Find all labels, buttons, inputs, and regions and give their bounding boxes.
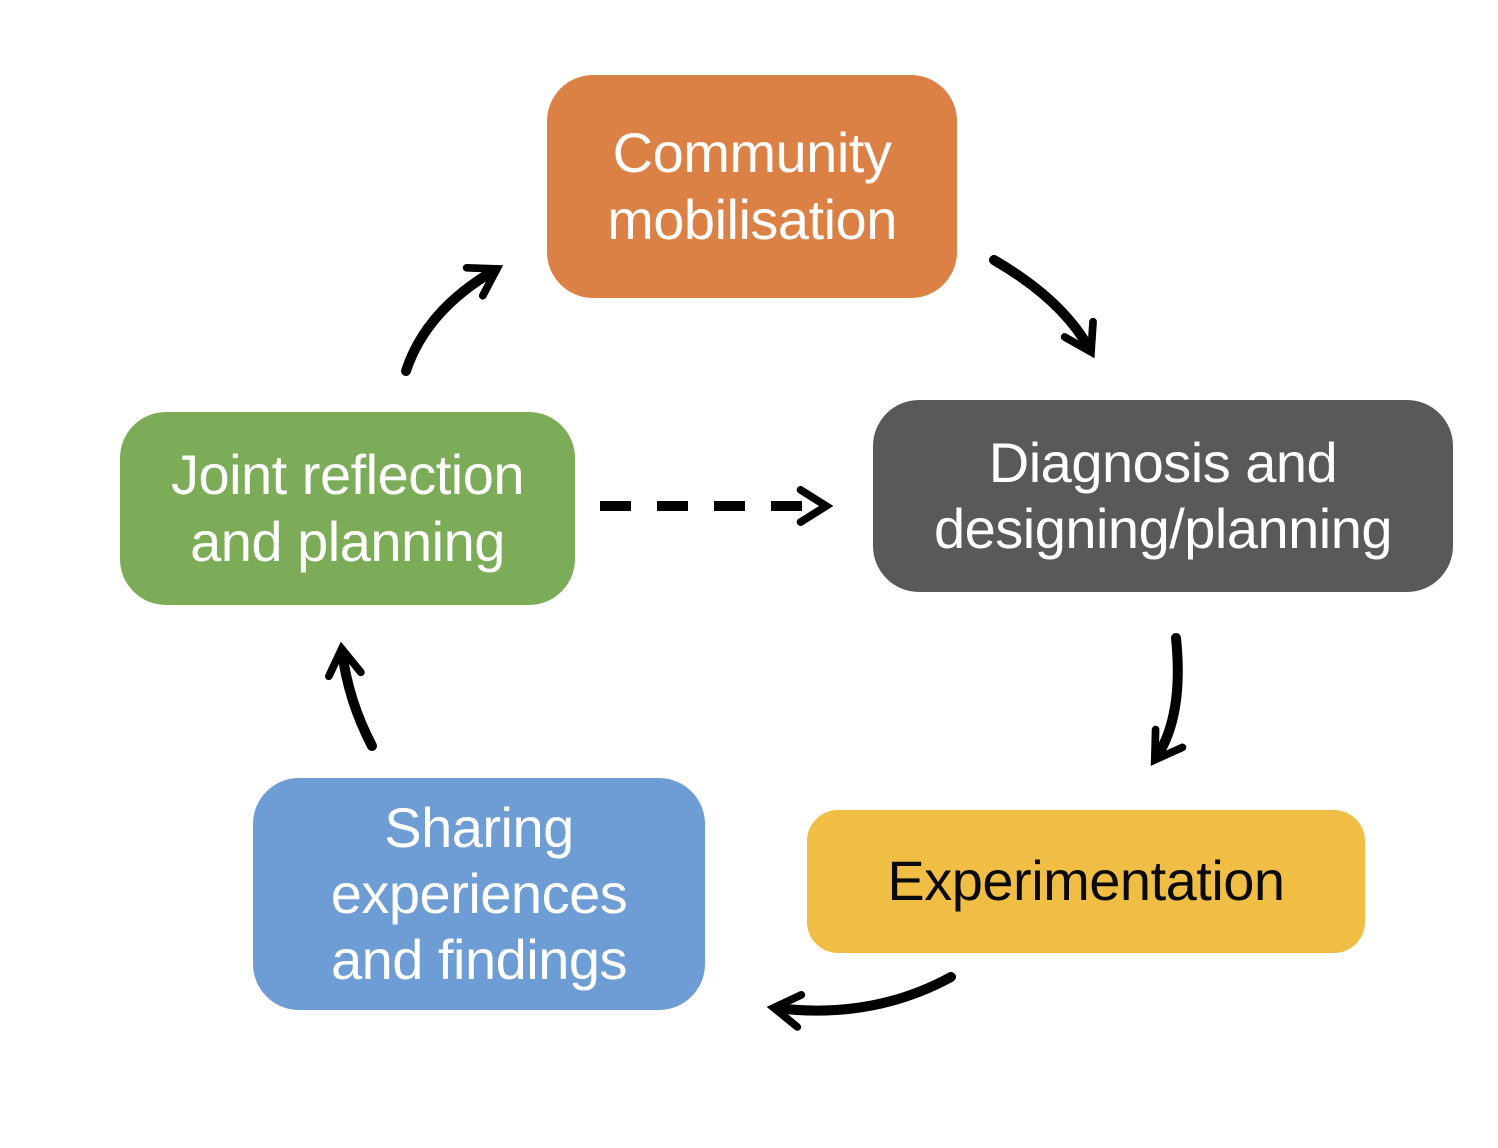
node-diagnosis-designing-planning: Diagnosis and designing/planning: [873, 400, 1453, 592]
arrow-diagnosis-to-experimentation: [1150, 633, 1187, 766]
node-experimentation: Experimentation: [807, 810, 1365, 953]
node-label: Diagnosis and designing/planning: [933, 430, 1393, 560]
node-joint-reflection-and-planning: Joint reflection and planning: [120, 412, 575, 605]
node-sharing-experiences-and-findings: Sharing experiences and findings: [253, 778, 705, 1010]
node-label: Joint reflection and planning: [170, 443, 525, 573]
arrow-community-to-diagnosis: [989, 255, 1097, 359]
node-label: Community mobilisation: [607, 121, 897, 251]
arrow-sharing-to-joint-reflection: [324, 641, 377, 751]
arrow-joint-reflection-to-community: [401, 263, 504, 376]
node-label: Experimentation: [887, 849, 1285, 913]
node-label: Sharing experiences and findings: [330, 795, 628, 992]
node-community-mobilisation: Community mobilisation: [547, 75, 957, 298]
arrow-experimentation-to-sharing: [766, 972, 956, 1031]
